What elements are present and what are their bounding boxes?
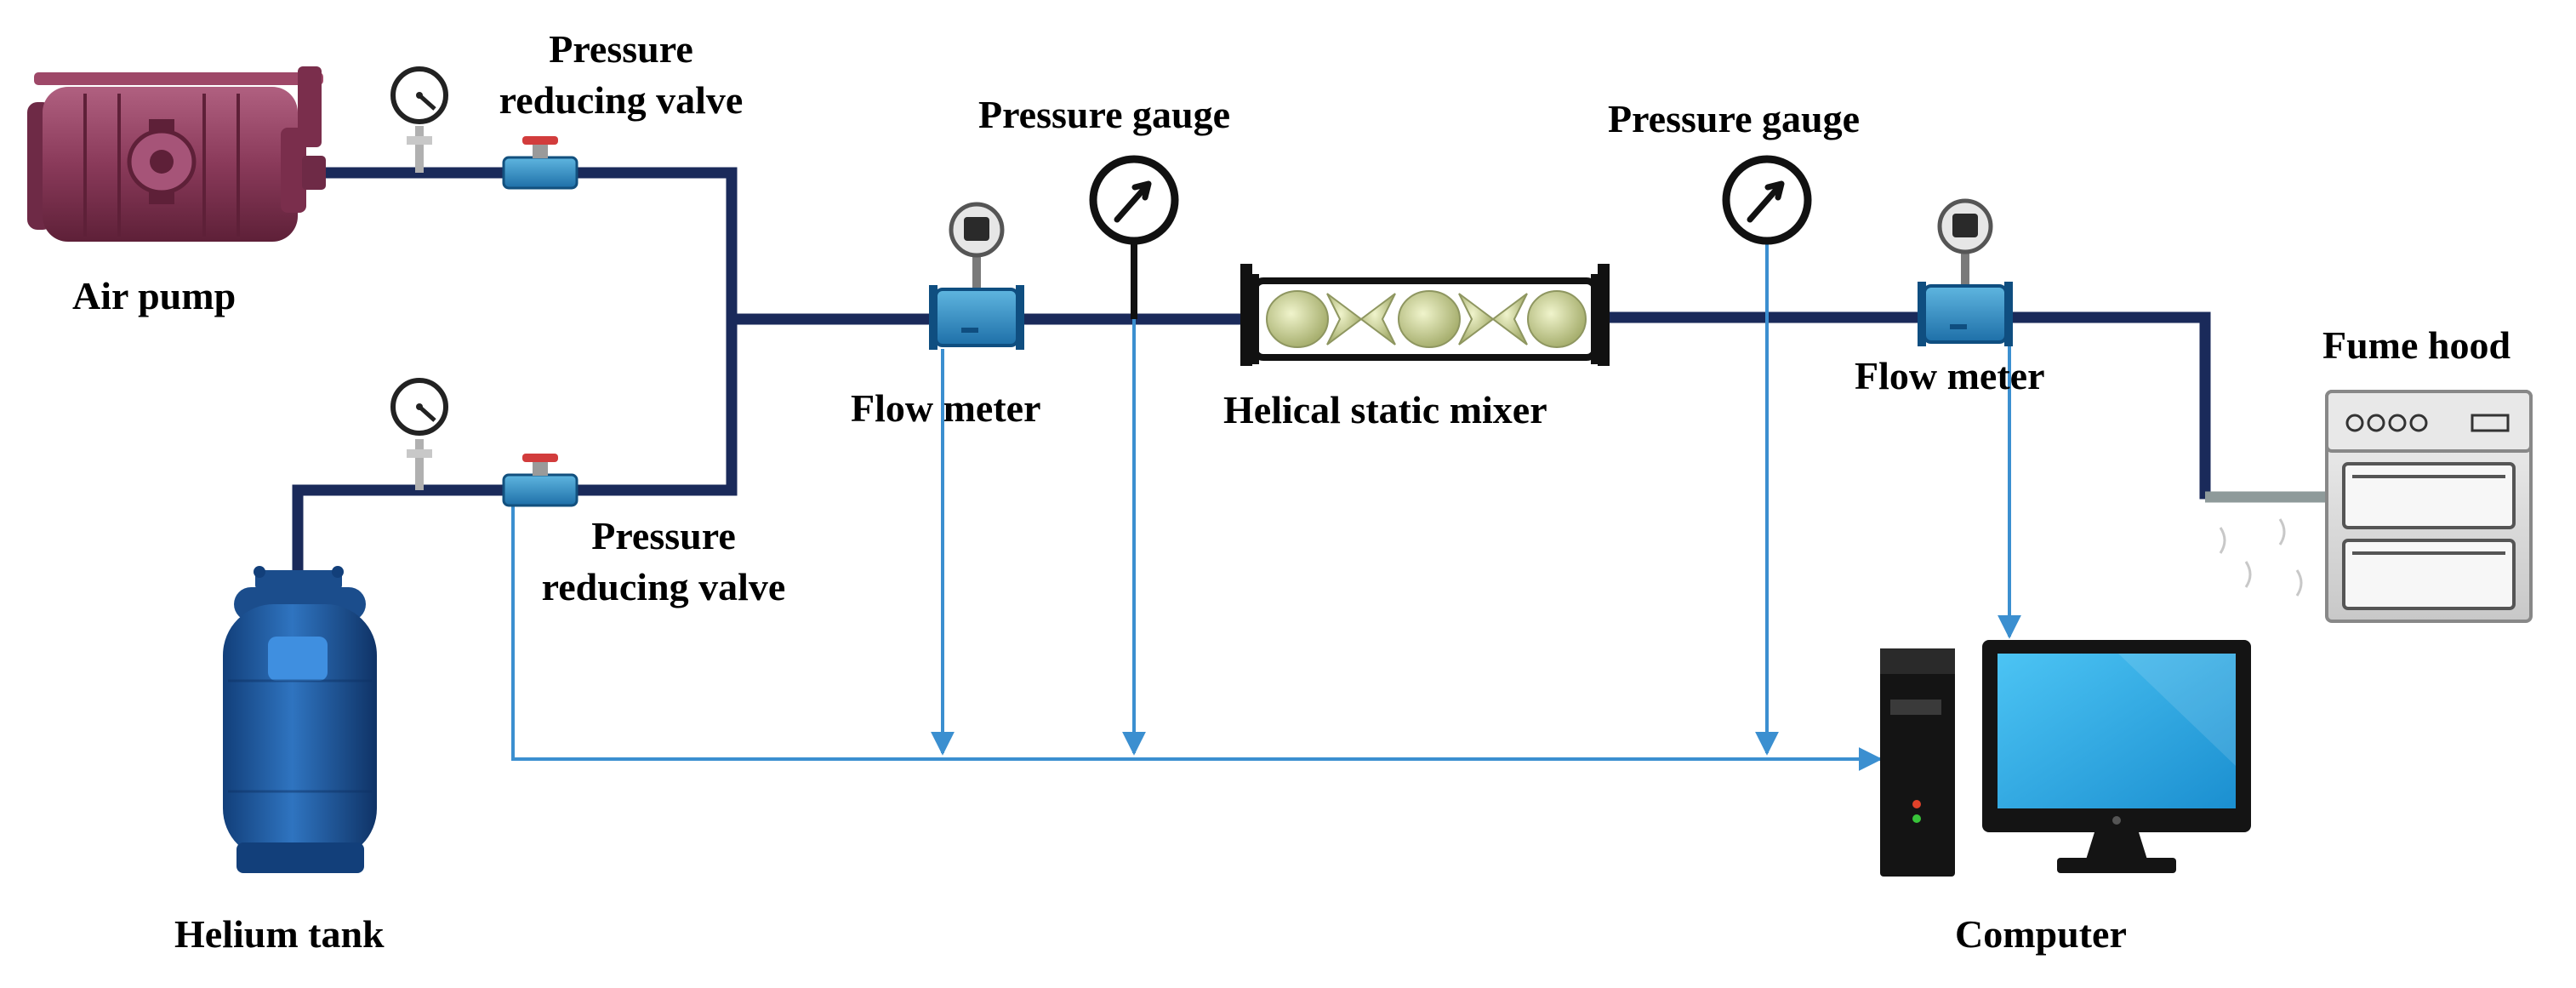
small-pressure-gauge-icon: [390, 378, 448, 490]
fume-hood-icon: [2219, 390, 2533, 623]
pressure-reducing-valve-label-top-line2: reducing valve: [499, 78, 744, 122]
signal-lines: [511, 240, 2021, 771]
pipe-mixer-to-hood: [1602, 311, 2211, 500]
pressure-reducing-valve-label-bottom-line2: reducing valve: [541, 565, 786, 608]
flow-meter-icon: [1918, 198, 2013, 346]
flow-meter-label-2: Flow meter: [1855, 354, 2045, 397]
pressure-gauge-icon: [1089, 155, 1179, 319]
valve-icon: [502, 136, 578, 190]
air-pump-icon: [27, 66, 326, 242]
pressure-reducing-valve-label-top-line1: Pressure: [549, 27, 693, 71]
pressure-reducing-valve-label-bottom-line1: Pressure: [591, 514, 736, 557]
monitor-icon: [1982, 640, 2251, 873]
small-pressure-gauge-icon: [390, 66, 448, 173]
flow-meter-icon: [929, 202, 1024, 350]
helium-tank-label: Helium tank: [174, 912, 385, 956]
pipe-air-pump-line: [317, 167, 738, 325]
air-pump-label: Air pump: [72, 274, 237, 317]
mixer-elements: [1266, 290, 1587, 348]
signal-valve-to-computer: [511, 502, 1883, 771]
fume-wisps: [2219, 518, 2303, 597]
helical-static-mixer-label: Helical static mixer: [1223, 388, 1547, 431]
helical-static-mixer-icon: [1240, 264, 1610, 366]
computer-label: Computer: [1955, 912, 2127, 956]
valve-icon: [502, 454, 578, 507]
pressure-gauge-label-2: Pressure gauge: [1608, 97, 1860, 140]
gas-cylinder-icon: [223, 566, 377, 873]
fume-hood-label: Fume hood: [2322, 323, 2511, 367]
computer-tower-icon: [1880, 648, 1955, 877]
pressure-gauge-icon: [1722, 155, 1812, 245]
flow-meter-label-1: Flow meter: [851, 386, 1041, 430]
pressure-gauge-label-1: Pressure gauge: [978, 93, 1230, 136]
